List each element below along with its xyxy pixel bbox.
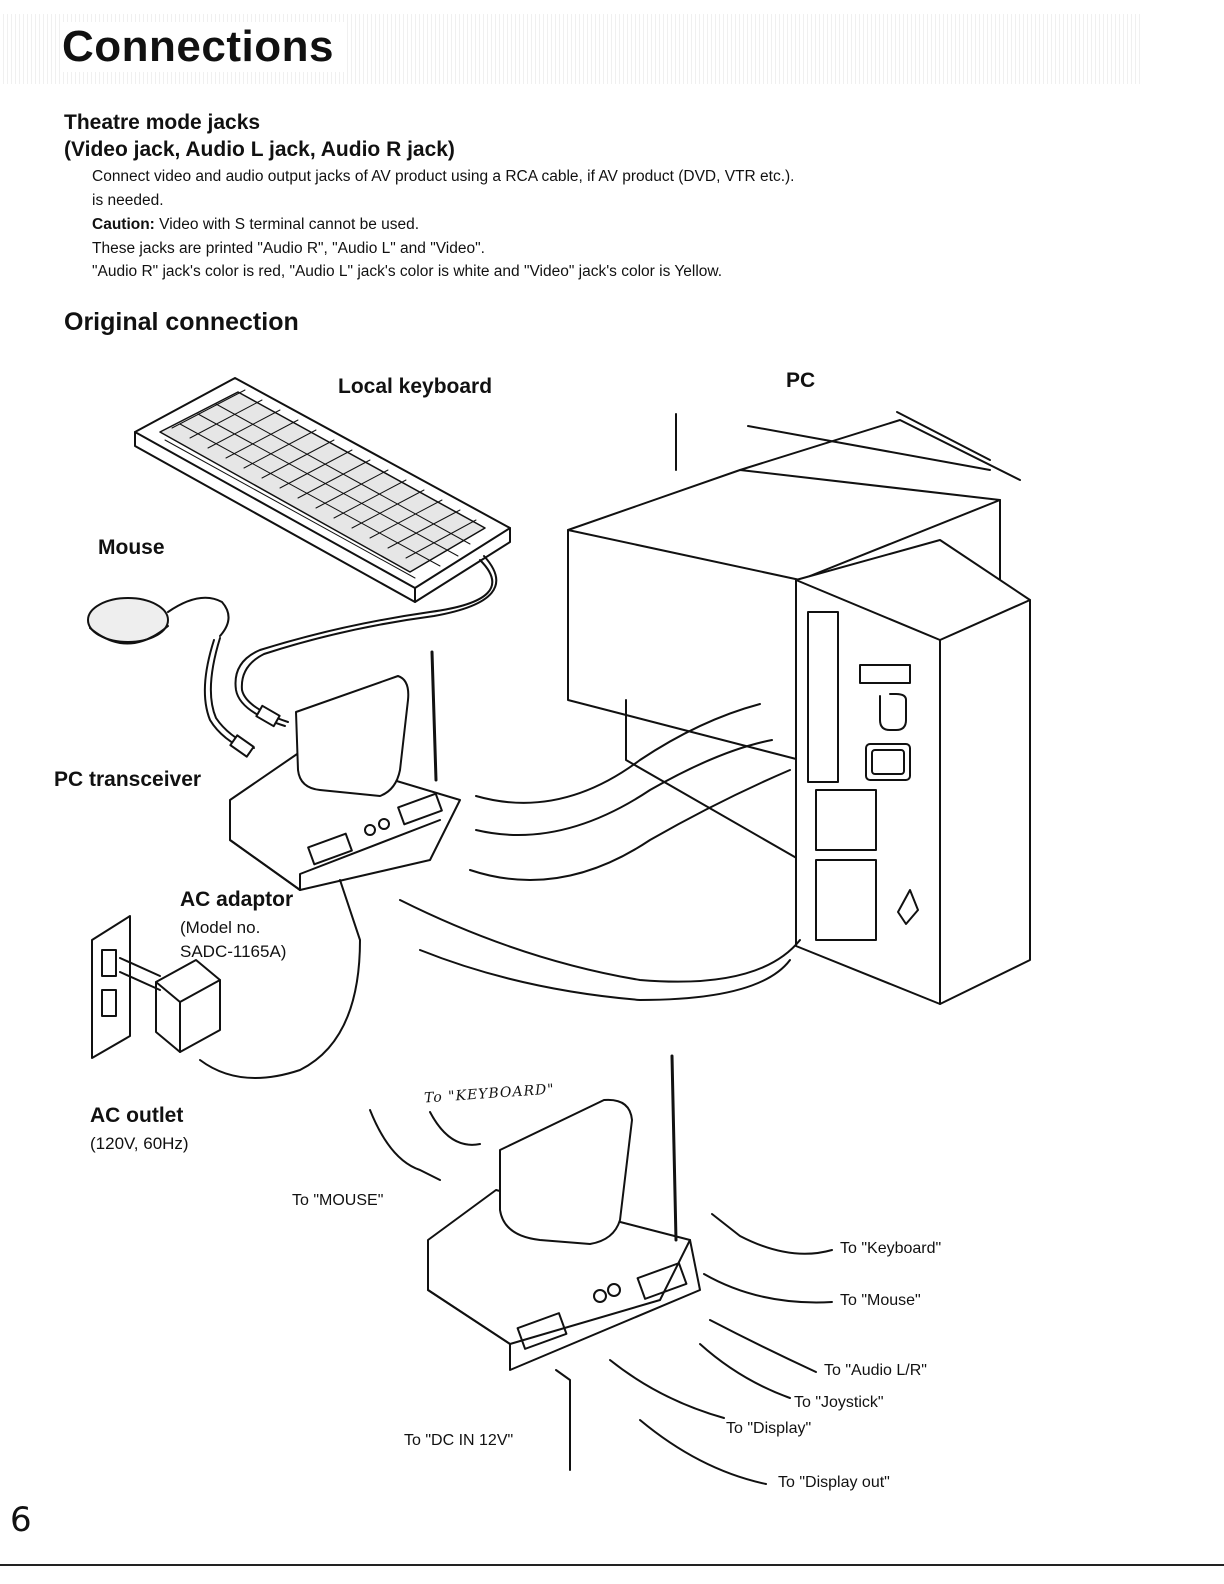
- page-title: Connections: [62, 22, 346, 72]
- label-ac-outlet: AC outlet: [90, 1104, 184, 1127]
- transceiver-detail-illustration: [427, 1054, 701, 1371]
- caution-text: Video with S terminal cannot be used.: [154, 216, 420, 233]
- pc-transceiver-illustration: [229, 650, 461, 891]
- page-number: 6: [10, 1500, 32, 1540]
- callout-to-display-out: To "Display out": [778, 1474, 890, 1491]
- theatre-line-1: Connect video and audio output jacks of …: [92, 168, 795, 185]
- ac-outlet-illustration: [91, 915, 131, 1059]
- label-ac-outlet-spec: (120V, 60Hz): [90, 1134, 189, 1153]
- ac-adaptor-illustration: [119, 957, 221, 1053]
- caution-label: Caution:: [92, 216, 155, 233]
- label-pc-transceiver: PC transceiver: [54, 768, 202, 791]
- theatre-line-4: These jacks are printed "Audio R", "Audi…: [92, 240, 485, 257]
- label-pc: PC: [786, 369, 816, 392]
- callout-cables: [369, 1109, 833, 1485]
- label-model-line-1: (Model no.: [180, 918, 261, 937]
- theatre-line-2: is needed.: [92, 192, 164, 209]
- pc-cables: [199, 703, 801, 1079]
- original-connection-heading: Original connection: [64, 308, 299, 336]
- keyboard-illustration: [134, 377, 511, 603]
- pc-tower-illustration: [795, 539, 1031, 1005]
- label-mouse: Mouse: [98, 536, 165, 559]
- callout-to-audio: To "Audio L/R": [824, 1362, 927, 1379]
- input-cables: [203, 555, 498, 758]
- label-local-keyboard: Local keyboard: [338, 375, 493, 398]
- callout-to-dc-in: To "DC IN 12V": [404, 1432, 514, 1449]
- callout-to-keyboard: To "Keyboard": [840, 1240, 942, 1257]
- theatre-line-5: "Audio R" jack's color is red, "Audio L"…: [92, 263, 723, 280]
- callout-to-mouse: To "Mouse": [840, 1292, 921, 1309]
- label-model-line-2: SADC-1165A): [180, 942, 287, 961]
- footer-rule: [0, 1564, 1224, 1566]
- callout-to-display: To "Display": [726, 1420, 812, 1437]
- theatre-heading: Theatre mode jacks: [64, 111, 261, 134]
- label-ac-adaptor: AC adaptor: [180, 888, 294, 911]
- caution-note: Caution: Video with S terminal cannot be…: [92, 216, 419, 234]
- callout-to-joystick: To "Joystick": [794, 1394, 884, 1411]
- mouse-illustration: [87, 596, 230, 645]
- theatre-subheading: (Video jack, Audio L jack, Audio R jack): [64, 138, 455, 161]
- callout-to-mouse-caps: To "MOUSE": [292, 1192, 384, 1209]
